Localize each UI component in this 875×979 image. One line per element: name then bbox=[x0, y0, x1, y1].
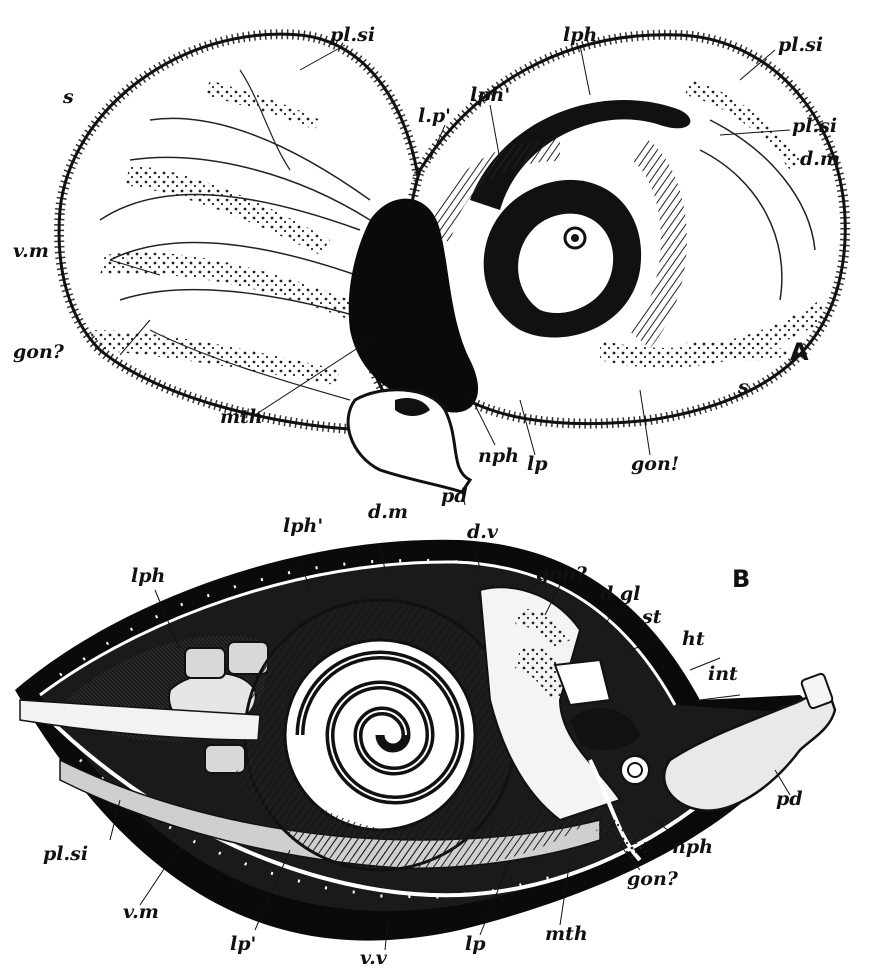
label-a-s-1: s bbox=[63, 88, 74, 107]
label-b-lph: lph bbox=[131, 567, 165, 586]
panel-b-drawing bbox=[15, 540, 835, 941]
label-a-s-2: s bbox=[738, 378, 749, 397]
label-b-ht: ht bbox=[682, 630, 705, 649]
label-a-mth: mth bbox=[220, 408, 263, 427]
label-a-pl-si-2: pl.si bbox=[778, 36, 823, 55]
label-b-int: int bbox=[708, 665, 738, 684]
label-b-gon-q-1: gon? bbox=[536, 565, 587, 584]
label-b-st: st bbox=[642, 608, 661, 627]
label-a-pl-si-1: pl.si bbox=[330, 26, 375, 45]
label-a-pd: pd bbox=[441, 487, 468, 506]
panel-letter-b: B bbox=[732, 567, 750, 591]
label-b-vv: v.v bbox=[360, 949, 387, 968]
label-b-gon-q-2: gon? bbox=[627, 870, 678, 889]
label-b-mth: mth bbox=[545, 925, 588, 944]
label-b-lp-prime: lp' bbox=[230, 935, 256, 954]
label-b-dgl: d gl bbox=[600, 585, 640, 604]
label-a-vm: v.m bbox=[13, 242, 49, 261]
label-a-gon-1: gon! bbox=[631, 455, 679, 474]
label-a-nph: nph bbox=[478, 447, 519, 466]
label-a-dm: d.m bbox=[800, 150, 840, 169]
label-b-pl-si: pl.si bbox=[43, 845, 88, 864]
panel-a-drawing bbox=[59, 34, 845, 492]
label-b-pd: pd bbox=[776, 790, 803, 809]
label-a-lph-prime: lph' bbox=[470, 86, 510, 105]
label-a-gon-q: gon? bbox=[13, 343, 64, 362]
label-a-pl-si-3: pl.si bbox=[792, 117, 837, 136]
label-b-dm: d.m bbox=[368, 503, 408, 522]
panel-letter-a: A bbox=[790, 340, 809, 364]
label-a-lph: lph bbox=[563, 26, 597, 45]
label-b-nph: nph bbox=[672, 838, 713, 857]
label-b-dv: d.v bbox=[467, 523, 498, 542]
label-b-lph-prime: lph' bbox=[283, 517, 323, 536]
label-a-lp-prime: l.p' bbox=[418, 107, 451, 126]
label-b-vm: v.m bbox=[123, 903, 159, 922]
label-b-lp: lp bbox=[465, 935, 486, 954]
label-a-lp: lp bbox=[527, 455, 548, 474]
